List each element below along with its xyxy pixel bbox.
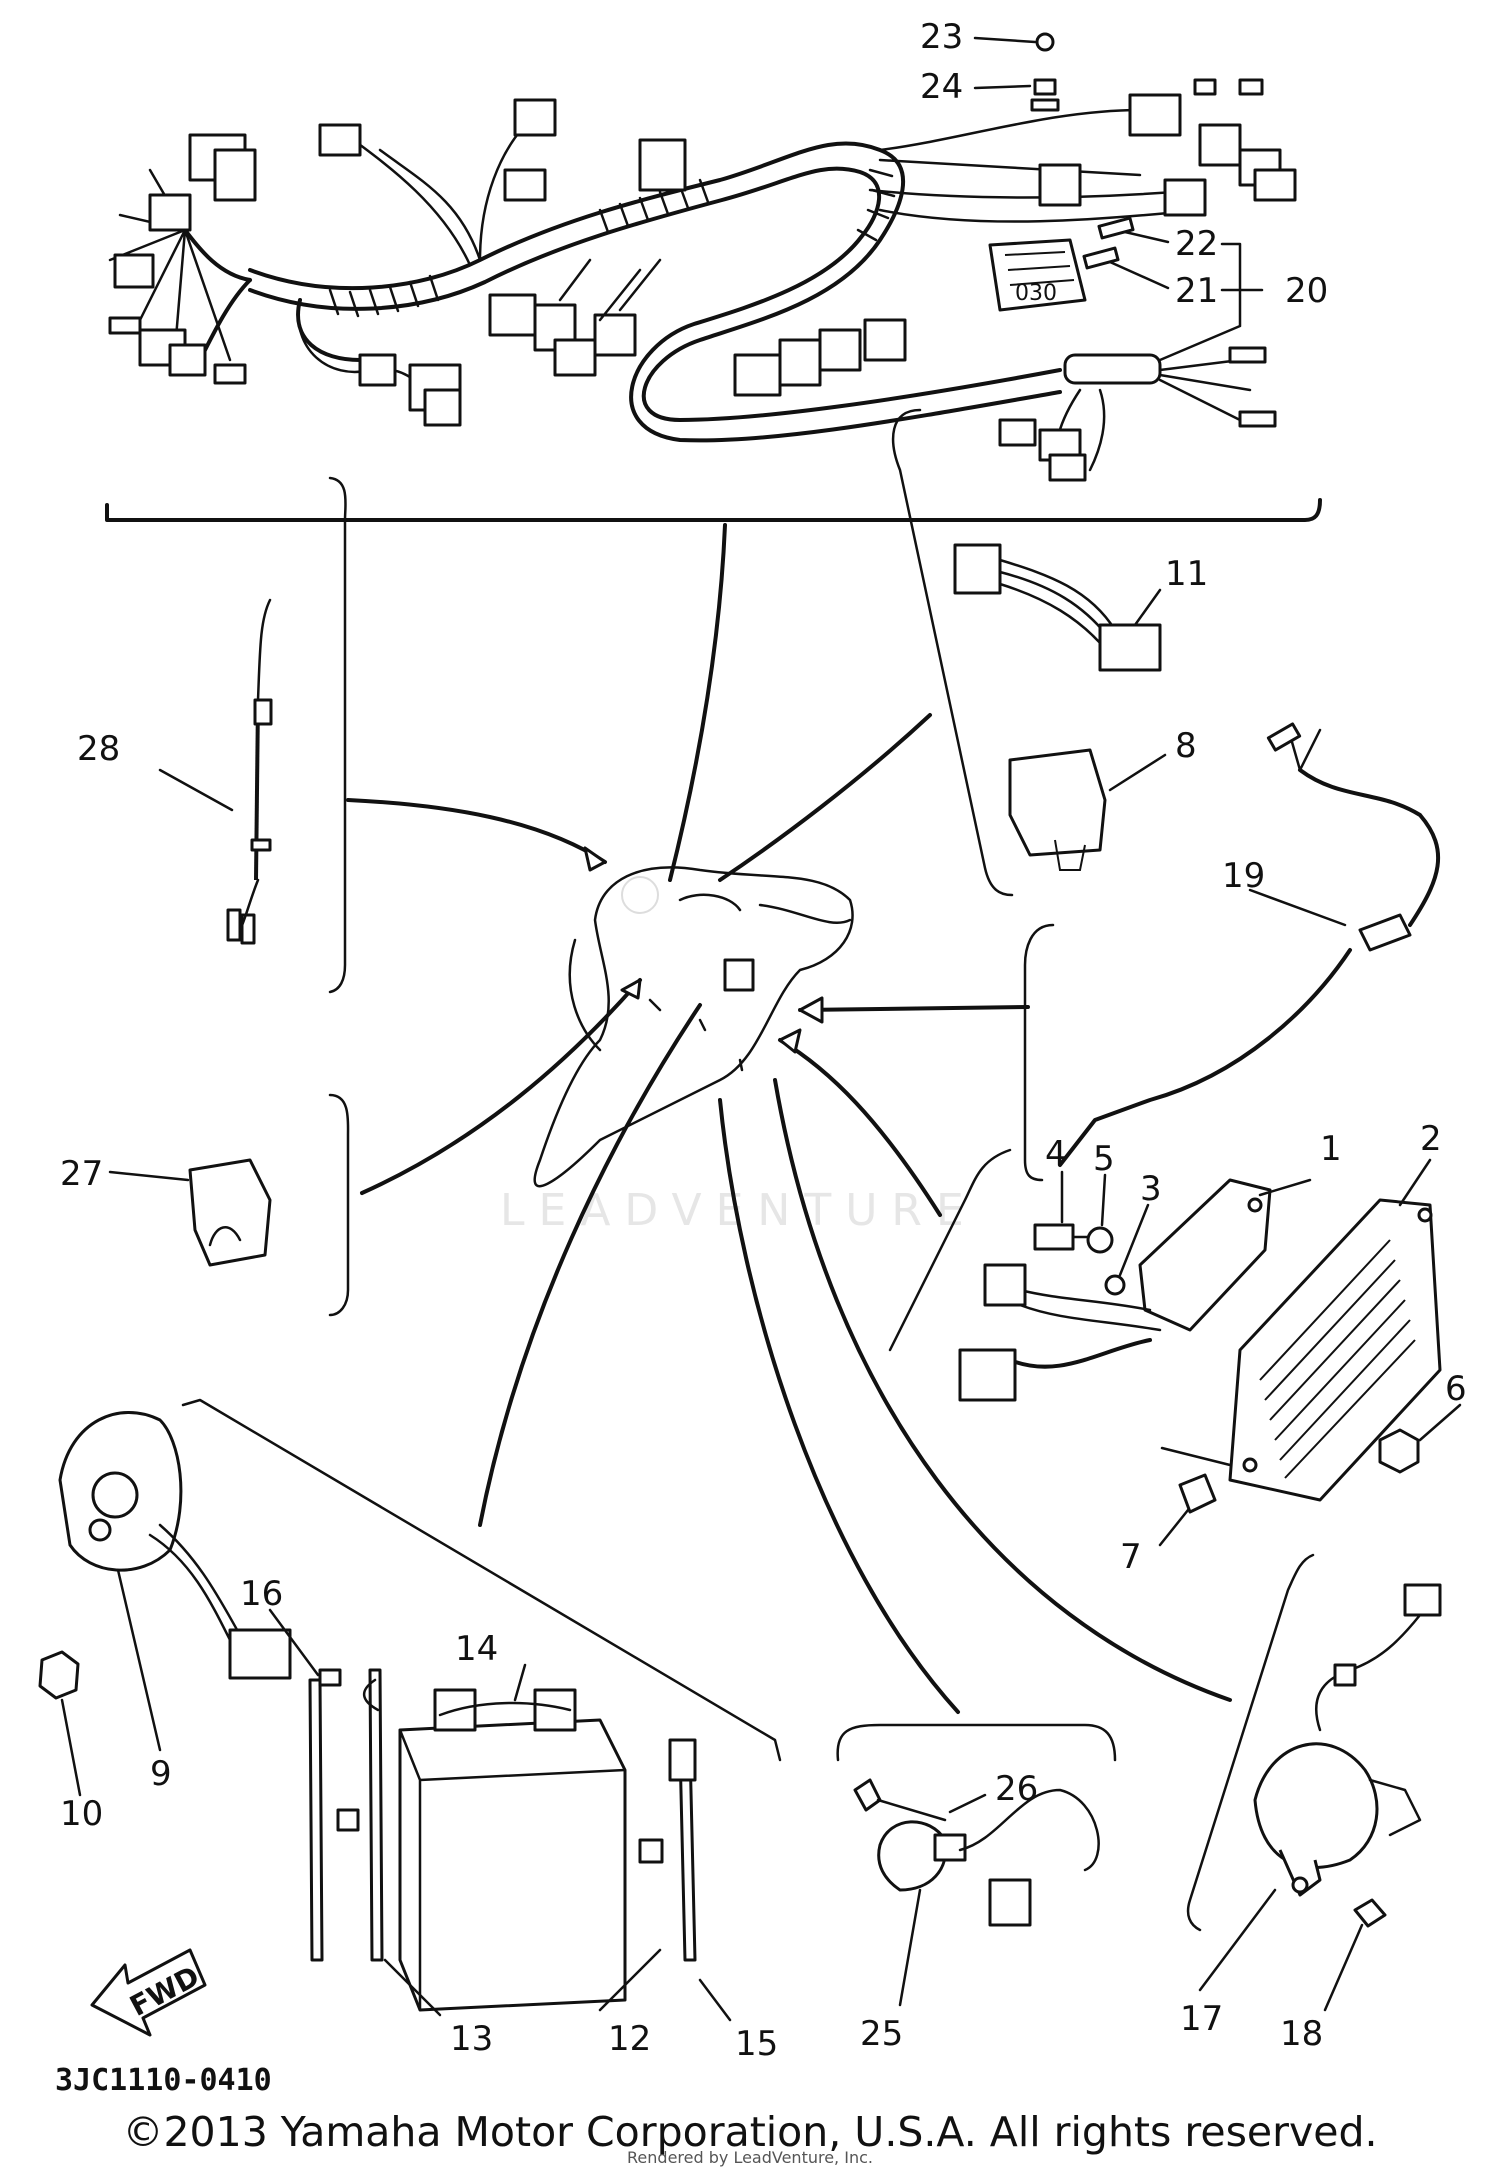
label-3: 3	[1140, 1169, 1162, 1209]
label-7: 7	[1120, 1537, 1142, 1577]
label-22: 22	[1175, 224, 1218, 264]
label-2: 2	[1420, 1119, 1442, 1159]
label-15: 15	[735, 2024, 778, 2064]
label-9: 9	[150, 1754, 172, 1794]
label-11: 11	[1165, 554, 1208, 594]
label-19: 19	[1222, 856, 1265, 896]
label-25: 25	[860, 2014, 903, 2054]
label-27: 27	[60, 1154, 103, 1194]
wire-harness: 030	[108, 32, 1297, 482]
label-14: 14	[455, 1629, 498, 1669]
rendered-by-notice: Rendered by LeadVenture, Inc.	[627, 2148, 873, 2167]
label-24: 24	[920, 67, 963, 107]
part-27-relay: 27	[60, 1093, 350, 1317]
component-marking: 030	[1015, 281, 1057, 306]
label-4: 4	[1045, 1134, 1067, 1174]
labels-20-24: 23 24 22 21 20	[920, 17, 1328, 362]
label-8: 8	[1175, 726, 1197, 766]
copyright-notice: ©2013 Yamaha Motor Corporation, U.S.A. A…	[122, 2108, 1378, 2156]
label-18: 18	[1280, 2014, 1323, 2054]
label-16: 16	[240, 1574, 283, 1614]
forward-direction-arrow: FWD	[90, 1948, 207, 2037]
part-28-lead-wire: 28	[77, 476, 347, 994]
parts-12-16-battery-group: 14 12 13 16 15	[181, 1398, 782, 2064]
parts-9-10-switch-group: 9 10	[38, 1411, 292, 1834]
label-10: 10	[60, 1794, 103, 1834]
label-26: 26	[995, 1769, 1038, 1809]
label-21: 21	[1175, 271, 1218, 311]
leader-lines	[346, 523, 1232, 1714]
label-17: 17	[1180, 1999, 1223, 2039]
motorcycle-outline	[533, 866, 854, 1188]
parts-8-11-relay-group: 11 8	[891, 408, 1208, 897]
label-6: 6	[1445, 1369, 1467, 1409]
label-1: 1	[1320, 1129, 1342, 1169]
label-20: 20	[1285, 271, 1328, 311]
part-19-sensor-lead: 19	[1023, 722, 1441, 1182]
label-13: 13	[450, 2019, 493, 2059]
parts-25-26-switch-group: 26 25	[836, 1723, 1117, 2054]
parts-1-7-rectifier-group: 1 2 3 4 5 6 7	[888, 1119, 1467, 1577]
label-5: 5	[1093, 1139, 1115, 1179]
diagram-code: 3JC1110-0410	[55, 2063, 272, 2098]
label-23: 23	[920, 17, 963, 57]
parts-17-18-horn-group: 17 18	[1180, 1553, 1442, 2054]
harness-bracket	[105, 498, 1322, 522]
label-12: 12	[608, 2019, 651, 2059]
label-28: 28	[77, 729, 120, 769]
